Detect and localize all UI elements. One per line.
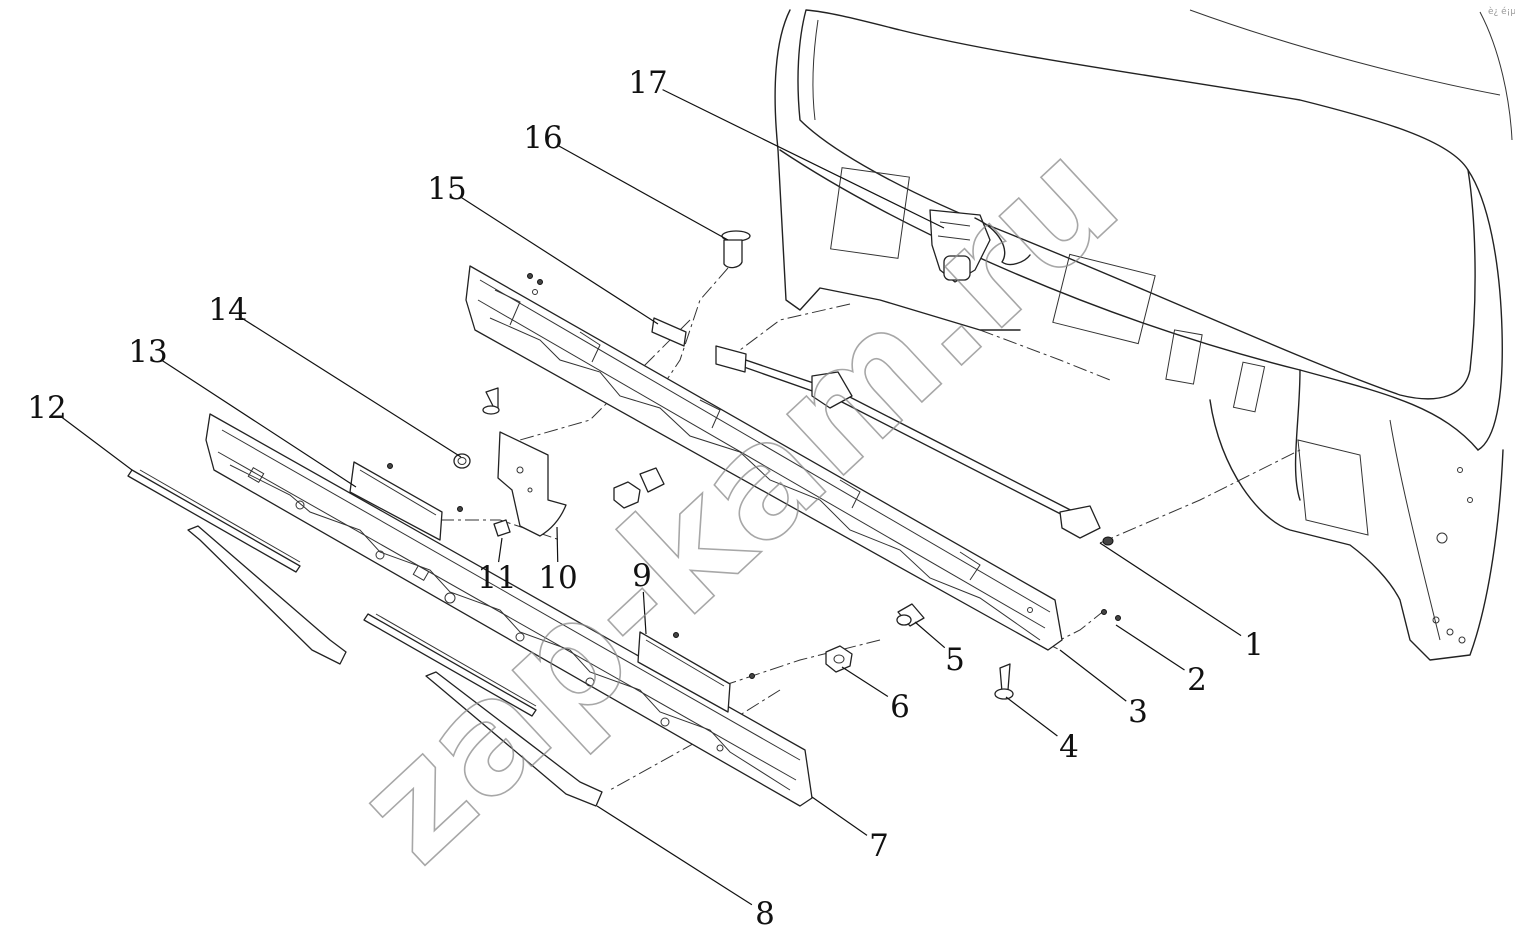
nut-6 (825, 645, 853, 673)
bushing-5 (896, 603, 925, 627)
callout-label-11: 11 (477, 560, 516, 596)
callout-leader-16 (557, 144, 729, 241)
lower-cowl-panel (205, 413, 813, 807)
callout-leader-15 (460, 196, 659, 325)
callout-leader-13 (161, 359, 357, 488)
callout-leader-10 (556, 526, 559, 563)
callout-label-8: 8 (755, 896, 775, 932)
callout-leader-1 (1099, 542, 1242, 637)
screws-2 (527, 273, 1121, 621)
cab-body (774, 9, 1513, 661)
stud-16 (721, 230, 751, 269)
callout-leader-17 (662, 89, 945, 229)
callout-label-16: 16 (523, 120, 562, 156)
callout-label-3: 3 (1128, 694, 1148, 730)
wiper-blade-12 (127, 469, 537, 717)
wiper-linkage-1 (715, 345, 1114, 546)
bracket-9 (637, 631, 755, 713)
bushing-14 (453, 453, 471, 469)
callout-leader-6 (841, 666, 889, 698)
callout-label-9: 9 (632, 558, 652, 594)
callout-label-7: 7 (869, 828, 889, 864)
callout-leader-9 (642, 591, 647, 635)
corner-mark: è¿ é¡µ (1488, 6, 1515, 17)
callout-label-1: 1 (1244, 627, 1264, 663)
callout-label-5: 5 (945, 642, 965, 678)
plate-10 (497, 431, 567, 537)
bolt-upper (482, 387, 500, 415)
clip-11 (493, 519, 511, 537)
plate-15 (651, 317, 687, 347)
wiper-arm-8 (187, 525, 603, 807)
callout-label-2: 2 (1187, 662, 1207, 698)
callout-label-13: 13 (128, 334, 167, 370)
callout-label-10: 10 (538, 560, 577, 596)
callout-leader-2 (1115, 624, 1185, 671)
callout-leader-5 (914, 621, 946, 649)
callout-label-6: 6 (890, 689, 910, 725)
callout-leader-3 (1059, 649, 1127, 702)
watermark: zap-kam.ru (324, 108, 1151, 896)
callout-leader-8 (596, 805, 753, 906)
callout-leader-12 (60, 415, 133, 471)
upper-cowl-panel (465, 265, 1063, 651)
callout-leader-11 (497, 537, 503, 563)
nut-bushing-pair (613, 467, 665, 509)
callout-label-15: 15 (427, 171, 466, 207)
callout-label-12: 12 (27, 390, 66, 426)
wiper-motor-17 (929, 209, 1031, 283)
callout-leader-14 (241, 317, 462, 458)
bolt-4 (994, 663, 1014, 700)
callout-label-17: 17 (628, 65, 667, 101)
callout-leader-4 (1005, 696, 1058, 737)
callout-leader-7 (811, 796, 868, 836)
callout-label-14: 14 (208, 292, 247, 328)
callout-label-4: 4 (1059, 729, 1079, 765)
bracket-13 (349, 461, 463, 541)
